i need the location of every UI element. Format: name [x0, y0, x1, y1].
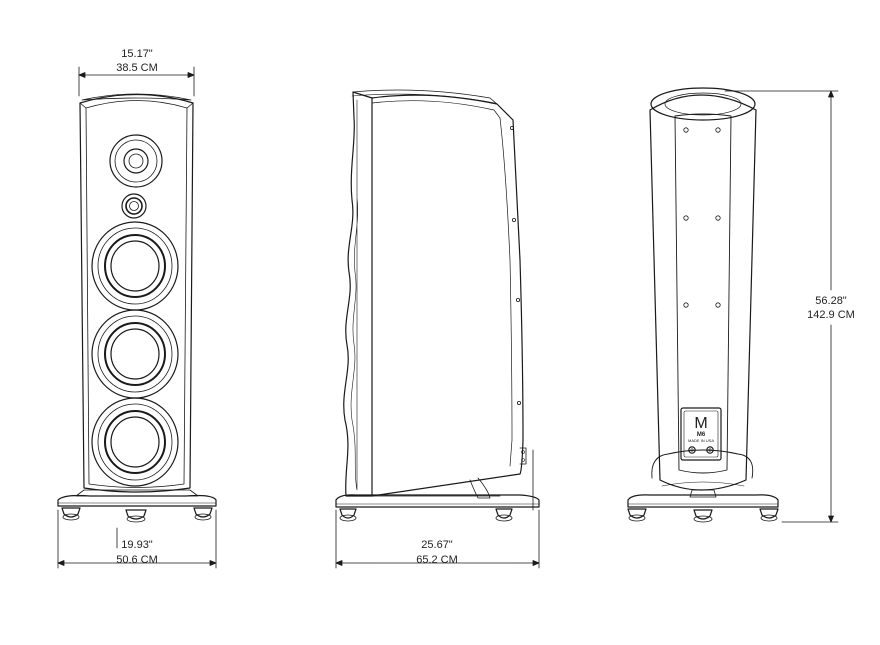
front-cabinet — [79, 93, 194, 493]
rear-base — [627, 489, 779, 523]
rear-panel — [674, 113, 732, 474]
plate-logo: M — [694, 415, 707, 432]
front-base-inches: 19.93" — [121, 539, 153, 551]
front-base-cm: 50.6 CM — [116, 554, 158, 566]
tweeter — [109, 134, 163, 188]
rear-height-inches: 56.28" — [815, 295, 847, 307]
woofer-3 — [91, 397, 179, 487]
side-screws — [509, 126, 522, 405]
small-driver — [121, 193, 147, 219]
front-base — [57, 489, 217, 507]
front-top-cap — [81, 93, 192, 101]
front-width-dimension — [78, 66, 195, 97]
front-width-inches: 15.17" — [121, 48, 153, 60]
side-depth-cm: 65.2 CM — [416, 554, 458, 566]
rear-height-dimension — [724, 90, 839, 523]
rear-screws — [683, 127, 721, 308]
binding-post-right — [706, 446, 714, 454]
rear-top-ellipse — [650, 87, 756, 121]
front-width-cm: 38.5 CM — [116, 62, 158, 74]
woofer-2 — [91, 309, 179, 399]
side-depth-dimension — [335, 449, 540, 569]
front-feet — [61, 507, 213, 523]
rear-height-cm: 142.9 CM — [807, 309, 855, 321]
terminal-plate: M M6 MADE IN USA — [680, 407, 722, 461]
side-cabinet — [371, 94, 524, 497]
front-cabinet-bezel — [85, 100, 188, 488]
side-baffle — [343, 91, 373, 497]
woofer-1 — [91, 221, 179, 311]
front-base-dimension — [57, 509, 217, 569]
side-baffle-contour — [350, 99, 358, 491]
binding-post-left — [688, 446, 696, 454]
side-view: 25.67" 65.2 CM — [335, 89, 540, 569]
front-view: 15.17" 38.5 CM — [57, 48, 217, 569]
plate-model: M6 — [697, 432, 706, 438]
plate-text: MADE IN USA — [688, 438, 714, 443]
side-depth-inches: 25.67" — [421, 539, 453, 551]
rear-view: M M6 MADE IN USA — [627, 87, 855, 523]
side-base — [335, 494, 540, 522]
rear-cabinet — [649, 94, 757, 491]
